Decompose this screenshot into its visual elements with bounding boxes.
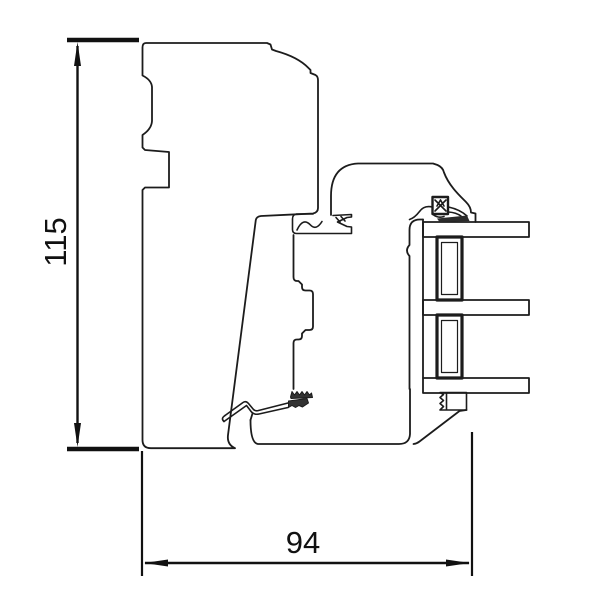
rebate-seal-hatch (335, 215, 346, 223)
glass-spacer-upper-inner (440, 241, 459, 296)
glazing-packer (439, 391, 468, 411)
weatherseal-ribbed-clip-upper (290, 391, 313, 399)
dim94-arrow-left (144, 559, 168, 567)
glass-spacer-lower (435, 313, 464, 380)
gasket-dark-strip (437, 215, 470, 222)
dim94-label: 94 (286, 525, 320, 560)
gasket-block-x-pattern (434, 199, 447, 212)
dimension-94: 94 (140, 432, 474, 576)
rebate-seal-squiggle (296, 220, 323, 231)
frame-profile-outline (141, 42, 319, 450)
dim115-arrow-down (74, 423, 81, 447)
glass-spacer-lower-inner (440, 319, 459, 374)
dimension-115: 115 (38, 37, 139, 452)
glass-spacer-upper (435, 235, 464, 302)
weatherseal-tip-cap (221, 414, 226, 423)
sash-profile (249, 162, 477, 445)
weatherseal-lower-edge (223, 404, 289, 423)
rebate-seal-outline (291, 213, 353, 235)
sash-chamfer-corner (412, 409, 468, 445)
weatherseal-strip (221, 391, 313, 423)
glass-pane-outer (422, 221, 530, 238)
packer-sawtooth-block (439, 391, 468, 411)
gasket-squiggle (432, 213, 445, 218)
triple-glazing-unit (422, 221, 530, 394)
weatherseal-upper-edge (224, 400, 289, 417)
dim115-arrow-up (74, 42, 81, 66)
frame-profile (141, 42, 319, 450)
glass-pane-inner (422, 377, 530, 394)
sash-bottom-edge (249, 388, 411, 445)
frame-sash-seal (291, 213, 353, 235)
profile-drawing (141, 42, 530, 450)
glass-pane-middle (422, 299, 530, 316)
weatherseal-ribbed-clip-lower (288, 398, 309, 408)
sash-bottom-left-link (249, 412, 254, 421)
gasket-block (431, 195, 450, 216)
dim94-arrow-right (446, 559, 470, 567)
glazing-bead-outline (406, 218, 424, 390)
dim115-label: 115 (38, 217, 73, 266)
glazing-gasket-top (408, 195, 470, 222)
gasket-lip-left (408, 205, 434, 221)
gasket-wedge-right (447, 206, 468, 217)
sash-lower-left-edge (292, 234, 314, 390)
sash-top-shoulder (330, 162, 477, 223)
